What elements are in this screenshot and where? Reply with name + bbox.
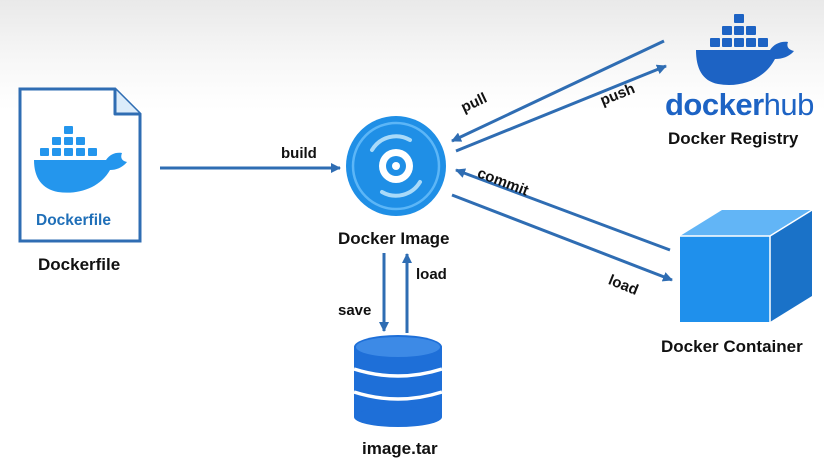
edge-label-load-tar: load bbox=[416, 266, 447, 283]
container-cube-icon bbox=[680, 209, 813, 322]
dockerfile-whale-containers bbox=[40, 126, 97, 156]
arrow-load-container bbox=[451, 193, 673, 282]
registry-whale-icon bbox=[696, 14, 794, 85]
node-label-registry: Docker Registry bbox=[668, 129, 799, 148]
node-label-dockerfile: Dockerfile bbox=[38, 255, 121, 274]
dockerfile-whale-body bbox=[34, 152, 127, 193]
arrow-commit bbox=[455, 168, 671, 252]
edge-label-save: save bbox=[338, 302, 372, 319]
dockerhub-logo-word-docker: docker bbox=[665, 87, 764, 122]
node-label-image: Docker Image bbox=[338, 229, 450, 248]
arrow-push bbox=[455, 64, 667, 153]
dockerhub-logo-word-hub: hub bbox=[763, 87, 815, 122]
node-label-tar: image.tar bbox=[362, 439, 438, 458]
node-label-container: Docker Container bbox=[661, 337, 803, 356]
dockerhub-logo-text: dockerhub bbox=[665, 87, 814, 123]
dockerfile-icon bbox=[18, 87, 142, 243]
diagram-arrows bbox=[160, 39, 673, 333]
arrow-pull bbox=[451, 39, 665, 143]
tar-database-icon bbox=[353, 335, 443, 427]
image-disc-icon bbox=[346, 116, 446, 216]
edge-label-build: build bbox=[281, 145, 317, 162]
dockerfile-doc-text: Dockerfile bbox=[36, 212, 111, 229]
